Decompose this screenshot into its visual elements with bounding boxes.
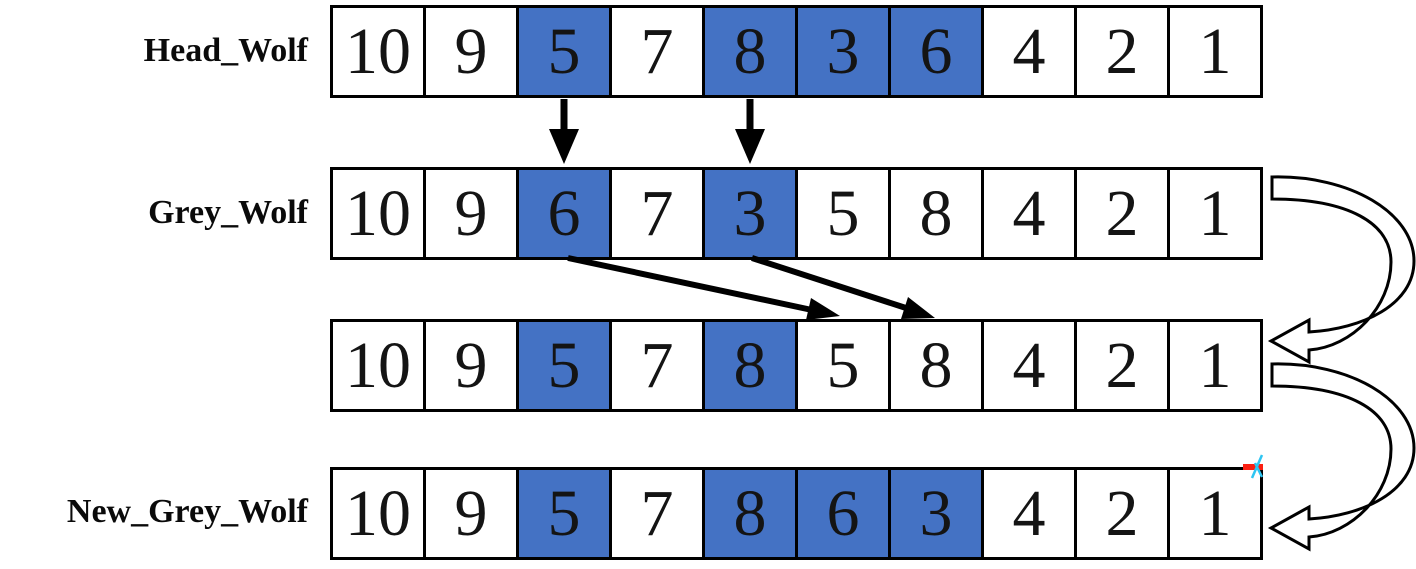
row-label-grey-wolf: Grey_Wolf	[148, 194, 308, 231]
cell: 2	[1077, 170, 1170, 257]
cell: 2	[1077, 322, 1170, 409]
cell: 9	[426, 470, 519, 557]
cell: 7	[612, 470, 705, 557]
cell: 1	[1170, 170, 1260, 257]
cell: 5	[519, 8, 612, 95]
cell: 3	[891, 470, 984, 557]
cycle-arrow-1	[1267, 175, 1416, 365]
cell: 6	[891, 8, 984, 95]
cell: 4	[984, 8, 1077, 95]
down-arrow-1	[549, 99, 579, 164]
cell: 10	[333, 322, 426, 409]
cell: 2	[1077, 470, 1170, 557]
cell: 1	[1170, 322, 1260, 409]
cell: 3	[705, 170, 798, 257]
cell: 2	[1077, 8, 1170, 95]
cell: 5	[798, 170, 891, 257]
cell: 1	[1170, 470, 1260, 557]
cell: 10	[333, 170, 426, 257]
cell: 9	[426, 170, 519, 257]
cell: 8	[891, 170, 984, 257]
cell: 8	[705, 322, 798, 409]
cycle-arrow-2	[1267, 362, 1416, 552]
cell: 7	[612, 322, 705, 409]
cell: 8	[705, 470, 798, 557]
cell: 10	[333, 8, 426, 95]
cell: 5	[798, 322, 891, 409]
cell: 7	[612, 8, 705, 95]
cell: 4	[984, 322, 1077, 409]
cell: 8	[705, 8, 798, 95]
row-label-head-wolf: Head_Wolf	[143, 32, 308, 69]
cell: 5	[519, 470, 612, 557]
cell: 6	[798, 470, 891, 557]
cell: 4	[984, 170, 1077, 257]
cell: 5	[519, 322, 612, 409]
cell: 7	[612, 170, 705, 257]
row-label-new-grey-wolf: New_Grey_Wolf	[66, 493, 308, 530]
cell: 9	[426, 322, 519, 409]
cell: 4	[984, 470, 1077, 557]
cell: 9	[426, 8, 519, 95]
cell: 10	[333, 470, 426, 557]
cell: 8	[891, 322, 984, 409]
down-arrow-2	[735, 99, 765, 164]
cell: 6	[519, 170, 612, 257]
diagonal-arrow-2	[751, 255, 935, 319]
cell: 1	[1170, 8, 1260, 95]
cell: 3	[798, 8, 891, 95]
diagonal-arrow-1	[567, 255, 840, 320]
